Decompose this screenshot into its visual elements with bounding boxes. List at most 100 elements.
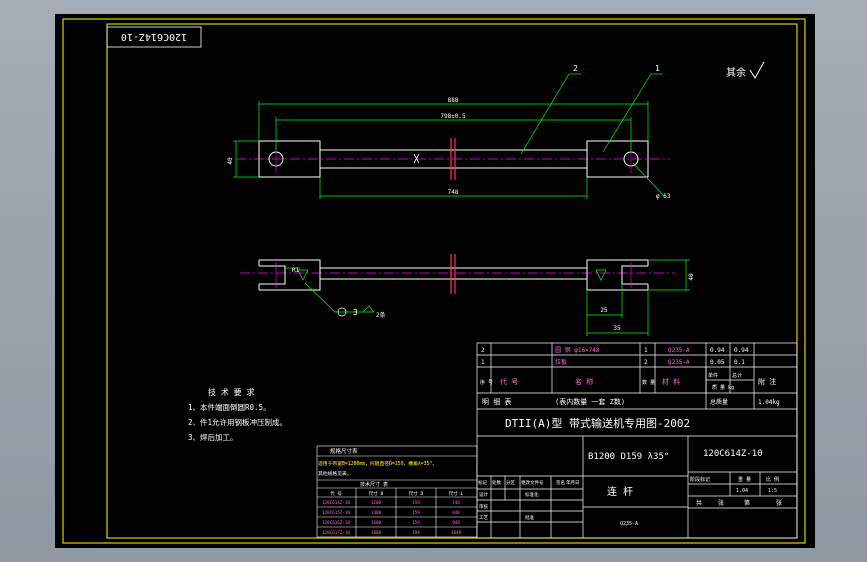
svg-text:1800: 1800 [371,530,382,535]
dim-25: 25 [600,307,608,314]
svg-text:批准: 批准 [525,514,534,521]
dim-overall: 888 [448,97,459,104]
spec-text: B1200 D159 λ35° [588,452,669,462]
svg-text:数 量: 数 量 [642,379,655,386]
svg-text:标准化: 标准化 [525,491,539,498]
part-material: Q235-A [620,521,638,527]
surface-finish-icon [749,61,765,79]
drawing-viewport[interactable] [55,14,815,548]
svg-text:159: 159 [412,520,420,525]
top-view [236,138,670,180]
dim-height-left: 40 [227,157,234,165]
svg-text:120C617Z-10: 120C617Z-10 [322,530,350,535]
svg-text:0.94: 0.94 [734,347,749,354]
drawing-number: 120C614Z-10 [703,449,763,459]
svg-text:120C615Z-10: 120C615Z-10 [322,510,350,515]
dim-hole: φ 63 [656,193,671,200]
legend-headers: 代 号 尺寸 B 尺寸 D 尺寸 L [330,490,463,497]
parts-header: 序 号 代 号 名 称 数 量 材 料 单件 总计 质 量 kg 附 注 [480,372,776,391]
svg-text:1048: 1048 [451,530,462,535]
svg-text:附 注: 附 注 [758,377,776,386]
svg-text:194: 194 [412,530,420,535]
weight-value: 1.04 [736,488,748,494]
svg-text:拉板: 拉板 [555,358,567,366]
svg-text:1: 1 [644,347,648,354]
svg-text:120C614Z-10: 120C614Z-10 [322,500,350,505]
dim-35: 35 [613,325,621,332]
dim-r: R1 [292,267,300,274]
legend-note-1: 适用于带宽B=1200mm，托辊直径D=159，槽角λ=35°。 [318,460,437,467]
scale-value: 1:5 [768,488,777,494]
svg-text:圆 钢 φ16×748: 圆 钢 φ16×748 [555,346,600,354]
tech-line-1: 1、本件端面倒圆R0.5。 [188,402,271,412]
svg-text:单件: 单件 [708,372,718,379]
outer-border [62,18,806,544]
legend-table [316,445,478,538]
svg-text:0.05: 0.05 [710,359,725,366]
svg-text:尺寸 D: 尺寸 D [409,490,424,497]
title-row-c: 总质量 [710,398,728,406]
svg-text:0.94: 0.94 [710,347,725,354]
svg-text:1: 1 [481,359,485,366]
top-dimensions [233,73,665,199]
dim-side-height: 40 [688,273,695,281]
tech-line-2: 2、件1允许用钢板冲压制成。 [188,417,287,427]
svg-text:分区: 分区 [506,479,515,486]
balloon-3: 3 [353,308,358,317]
legend-note-2: 其他规格见表。 [318,470,352,477]
balloon-1: 1 [655,64,660,73]
svg-text:处数: 处数 [492,479,501,486]
corner-drawing-number: 120C614Z-10 [121,31,187,42]
title-block-grid [476,342,798,539]
svg-text:材 料: 材 料 [662,377,680,386]
weld-note: 2条 [376,311,386,319]
svg-text:948: 948 [452,520,460,525]
weight-label: 重 量 [738,476,751,483]
svg-text:设计: 设计 [479,491,488,498]
title-row-a: 明 细 表 [482,397,511,406]
svg-text:1400: 1400 [371,510,382,515]
stage-label: 阶段标记 [690,476,710,483]
svg-text:1600: 1600 [371,520,382,525]
svg-text:序 号: 序 号 [480,379,493,386]
svg-text:120C616Z-10: 120C616Z-10 [322,520,350,525]
dim-center: 798±0.5 [440,113,466,120]
legend-title: 规格尺寸表 [330,447,358,455]
inner-border [106,23,798,539]
title-row-d: 1.04kg [758,399,780,406]
svg-text:代 号: 代 号 [330,490,342,497]
svg-text:848: 848 [452,510,460,515]
svg-text:1200: 1200 [371,500,382,505]
svg-text:748: 748 [452,500,460,505]
part-name: 连 杆 [607,485,633,498]
revision-labels: 标记 处数 分区 更改文件号 签名 年月日 [478,479,580,486]
svg-text:0.1: 0.1 [734,359,745,366]
balloon-3-circle [337,307,347,317]
svg-text:2: 2 [644,359,648,366]
svg-text:尺寸 B: 尺寸 B [369,490,384,497]
corner-number-box [106,26,202,48]
scale-label: 比 例 [766,476,779,483]
svg-text:Q235-A: Q235-A [668,347,690,354]
side-view [240,254,675,294]
svg-text:总计: 总计 [732,372,742,379]
tech-title: 技 术 要 求 [208,387,254,397]
sheet-label: 张 [718,499,724,507]
surface-finish-note: 其余 [726,66,746,79]
svg-text:签名: 签名 [556,479,565,486]
svg-text:代 号: 代 号 [500,377,518,386]
svg-text:更改文件号: 更改文件号 [521,479,544,486]
dim-bar: 748 [448,189,459,196]
legend-rows: 120C614Z-10 1200 159 748 120C615Z-10 140… [322,500,461,535]
main-title: DTII(A)型 带式输送机专用图-2002 [505,416,690,430]
sheet-label-2: 张 [776,499,782,507]
svg-text:尺寸 L: 尺寸 L [449,490,464,497]
side-dimensions [285,259,690,336]
svg-text:标记: 标记 [478,479,487,486]
title-row-b: (表内数量 一套 Z数) [555,397,625,406]
legend-subhead: 技术尺寸 表 [360,481,388,488]
svg-text:质 量 kg: 质 量 kg [712,384,734,391]
role-labels: 设计 审核 工艺 标准化 批准 [479,491,539,521]
svg-text:159: 159 [412,500,420,505]
